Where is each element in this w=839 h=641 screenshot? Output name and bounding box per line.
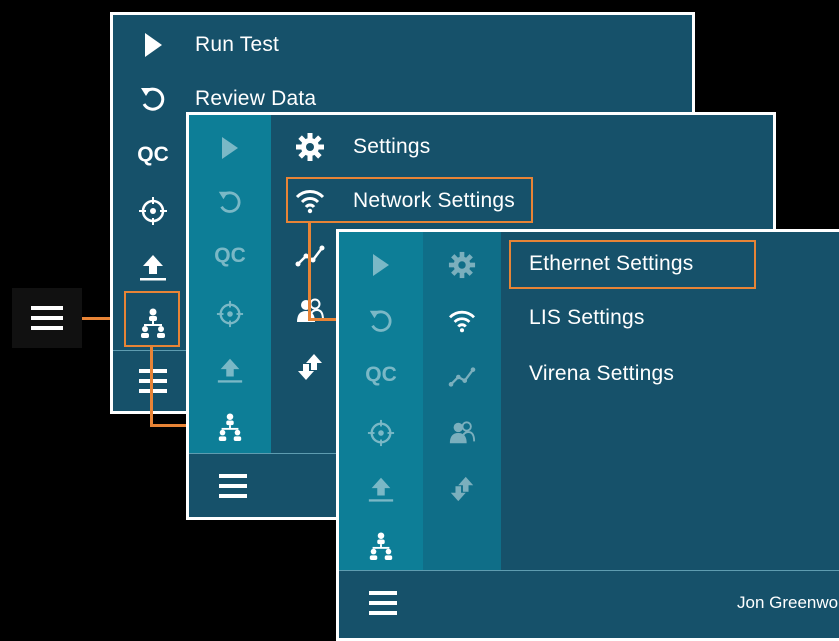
network-highlight: [124, 291, 180, 347]
menu-item-network-settings[interactable]: Network Settings: [271, 181, 515, 221]
menu-item-label: LIS Settings: [529, 306, 645, 329]
hamburger-icon[interactable]: [219, 474, 247, 503]
network-settings-panel: QC Ethernet Settings LIS Setti: [336, 229, 839, 641]
wifi-icon: [271, 188, 349, 214]
rail-item-upload[interactable]: [339, 470, 423, 508]
menu-item-run-test[interactable]: Run Test: [113, 25, 279, 65]
hamburger-icon[interactable]: [139, 369, 167, 398]
menu-item-settings[interactable]: Settings: [271, 127, 430, 167]
undo-icon: [189, 188, 271, 216]
hamburger-icon[interactable]: [369, 591, 397, 620]
rail2-item-network[interactable]: [423, 302, 501, 340]
rail-item-undo[interactable]: [339, 302, 423, 340]
rail-item-qc[interactable]: QC: [339, 356, 423, 394]
network-settings-highlight: [286, 177, 533, 223]
crosshair-icon: [339, 419, 423, 447]
trend-chart-icon: [423, 366, 501, 388]
upload-icon: [339, 475, 423, 503]
rail-item-play[interactable]: [339, 246, 423, 284]
rail2-item-settings[interactable]: [423, 246, 501, 284]
user-name[interactable]: Jon Greenwo: [737, 593, 839, 612]
play-icon: [113, 32, 193, 58]
gear-icon: [271, 132, 349, 162]
transfer-arrows-icon: [423, 475, 501, 503]
menu-item-qc[interactable]: QC: [113, 135, 193, 175]
connector-line: [150, 424, 196, 427]
upload-icon: [113, 252, 193, 282]
undo-icon: [113, 84, 193, 114]
menu-item-network[interactable]: [113, 301, 193, 345]
rail-item-play[interactable]: [189, 129, 271, 167]
menu-item-ethernet-settings[interactable]: Ethernet Settings: [529, 244, 694, 284]
crosshair-icon: [113, 196, 193, 226]
menu-item-label: Settings: [353, 135, 431, 158]
undo-icon: [339, 307, 423, 335]
menu-item-crosshair[interactable]: [113, 191, 193, 231]
menu-item-upload[interactable]: [113, 247, 193, 287]
users-icon: [423, 419, 501, 447]
rail2-item-transfer[interactable]: [423, 470, 501, 508]
rail-item-upload[interactable]: [189, 351, 271, 389]
play-icon: [339, 253, 423, 277]
rail-item-qc[interactable]: QC: [189, 237, 271, 275]
qc-icon: QC: [214, 244, 246, 267]
menu-item-label: Virena Settings: [529, 362, 675, 385]
connector-line: [308, 222, 311, 320]
hamburger-icon: [31, 306, 63, 330]
network-users-icon: [339, 531, 423, 561]
crosshair-icon: [189, 300, 271, 328]
gear-icon: [423, 251, 501, 279]
network-users-icon: [189, 412, 271, 442]
qc-icon: QC: [137, 143, 169, 166]
rail-item-network[interactable]: [339, 524, 423, 568]
rail-item-undo[interactable]: [189, 183, 271, 221]
menu-item-lis-settings[interactable]: LIS Settings: [529, 298, 645, 338]
menu-item-label: Review Data: [195, 87, 317, 110]
menu-item-label: Run Test: [195, 33, 280, 56]
rail-item-network[interactable]: [189, 405, 271, 449]
connector-line: [82, 317, 126, 320]
bottom-bar: Jon Greenwo: [339, 570, 839, 638]
network-users-icon: [113, 307, 193, 339]
icon-rail: [189, 115, 271, 517]
rail2-item-users[interactable]: [423, 414, 501, 452]
rail-item-crosshair[interactable]: [189, 295, 271, 333]
rail2-item-trend[interactable]: [423, 358, 501, 396]
ethernet-settings-highlight: [509, 240, 756, 289]
rail-item-crosshair[interactable]: [339, 414, 423, 452]
menu-item-label: Network Settings: [353, 189, 515, 212]
connector-line: [150, 346, 153, 426]
menu-item-review-data[interactable]: Review Data: [113, 79, 316, 119]
qc-icon: QC: [365, 363, 397, 386]
menu-item-label: Ethernet Settings: [529, 252, 694, 275]
wifi-icon: [423, 309, 501, 333]
play-icon: [189, 136, 271, 160]
hamburger-menu-button[interactable]: [12, 288, 82, 348]
menu-item-transfer[interactable]: [271, 347, 349, 387]
transfer-arrows-icon: [271, 352, 349, 382]
upload-icon: [189, 356, 271, 384]
menu-item-virena-settings[interactable]: Virena Settings: [529, 354, 674, 394]
